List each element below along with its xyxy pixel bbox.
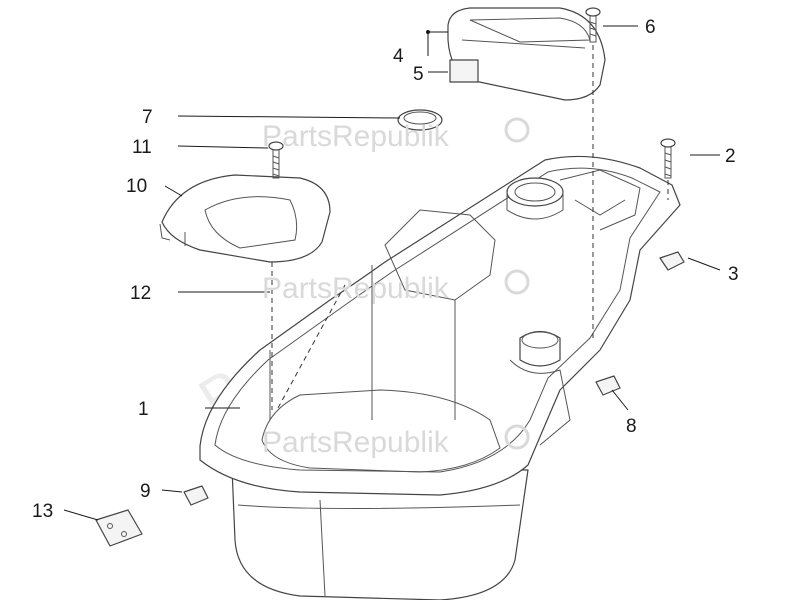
- screw-11-part: [268, 141, 284, 179]
- callout-11: 11: [132, 137, 152, 158]
- plate-13-part: [95, 509, 143, 547]
- gear-icon: [504, 269, 530, 295]
- clip-8-part: [595, 375, 621, 396]
- callout-6: 6: [645, 17, 656, 38]
- watermark-logo-middle: PartsRepublik: [262, 269, 530, 305]
- watermark-logo-bottom: PartsRepublik: [262, 424, 530, 459]
- callout-4: 4: [393, 46, 404, 67]
- callout-13: 13: [32, 501, 53, 522]
- gear-icon: [504, 424, 530, 450]
- watermark-text-middle: PartsRepublik: [262, 272, 450, 305]
- screw-2-part: [660, 138, 676, 179]
- callout-9: 9: [140, 481, 151, 502]
- latch-pad-part: [449, 59, 479, 83]
- rubber-plug-part: [397, 109, 443, 131]
- watermark-text-top: PartsRepublik: [262, 120, 450, 153]
- callout-10: 10: [126, 176, 147, 197]
- callout-3: 3: [728, 264, 739, 285]
- leader-lines: [63, 25, 721, 521]
- gear-icon: [504, 117, 530, 143]
- screw-6-part: [585, 7, 601, 43]
- callout-1: 1: [138, 399, 149, 420]
- callout-2: 2: [725, 146, 736, 167]
- latch-cover-part: [447, 7, 606, 101]
- clip-3-part: [659, 251, 685, 271]
- watermark-text-bottom: PartsRepublik: [262, 426, 450, 459]
- clip-9-part: [183, 485, 209, 506]
- callout-8: 8: [626, 416, 637, 437]
- callout-7: 7: [142, 107, 153, 128]
- helmet-compartment-part: [199, 155, 681, 600]
- callout-12: 12: [130, 283, 151, 304]
- watermark-logo-top: PartsRepublik: [262, 117, 530, 153]
- callout-5: 5: [413, 64, 424, 85]
- small-lid-part: [159, 174, 331, 263]
